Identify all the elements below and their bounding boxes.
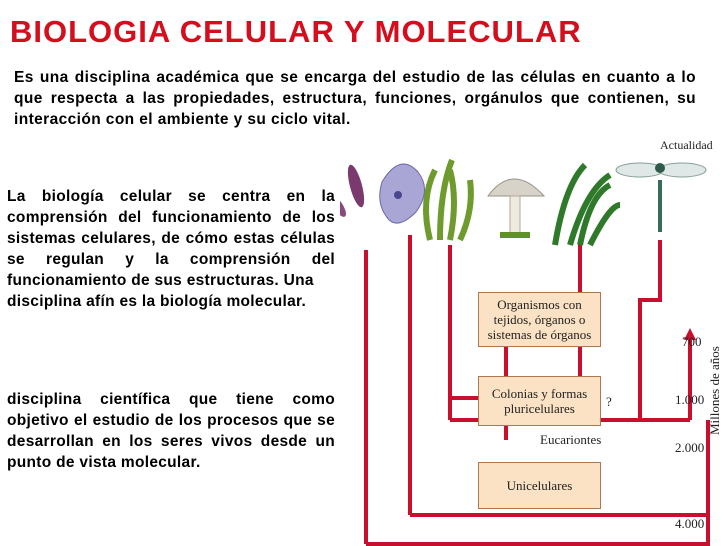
cell-biology-text: La biología celular se centra en la comp…: [7, 188, 335, 289]
unicellular-box-text: Unicelulares: [506, 478, 573, 493]
bacteria-illustration: [340, 164, 365, 217]
colonies-box-text: Colonias y formas pluricelulares: [491, 386, 588, 416]
intro-paragraph: Es una disciplina académica que se encar…: [14, 69, 696, 128]
colonies-box: Colonias y formas pluricelulares: [478, 376, 601, 426]
scale-1000: 1.000: [675, 392, 705, 407]
tissues-box: Organismos con tejidos, órganos o sistem…: [478, 292, 601, 347]
branch-dragonfly-base: [366, 420, 710, 546]
scale-arrowhead: [684, 328, 696, 340]
actualidad-label: Actualidad: [660, 138, 713, 152]
mushroom-illustration: [487, 178, 546, 238]
dragonfly-illustration: [615, 162, 707, 232]
protozoan-illustration: [379, 163, 425, 224]
cell-biology-tail: disciplina afín es la biología molecular…: [7, 293, 307, 310]
molecular-biology-paragraph: disciplina científica que tiene como obj…: [7, 391, 335, 471]
seaweed-illustration: [423, 158, 474, 242]
page-title: BIOLOGIA CELULAR Y MOLECULAR: [10, 14, 582, 49]
eucariontes-label: Eucariontes: [540, 432, 602, 447]
question-mark: ?: [606, 394, 612, 409]
scale-700: 700: [682, 334, 702, 349]
millions-of-years-label: Millones de años: [707, 346, 722, 435]
branch-dragonfly: [638, 240, 662, 420]
fern-illustration: [552, 162, 621, 247]
tissues-box-text: Organismos con tejidos, órganos o sistem…: [487, 297, 592, 342]
scale-4000: 4.000: [675, 516, 705, 531]
cell-biology-paragraph: La biología celular se centra en la comp…: [7, 186, 335, 312]
scale-2000: 2.000: [675, 440, 705, 455]
unicellular-box: Unicelulares: [478, 462, 601, 509]
